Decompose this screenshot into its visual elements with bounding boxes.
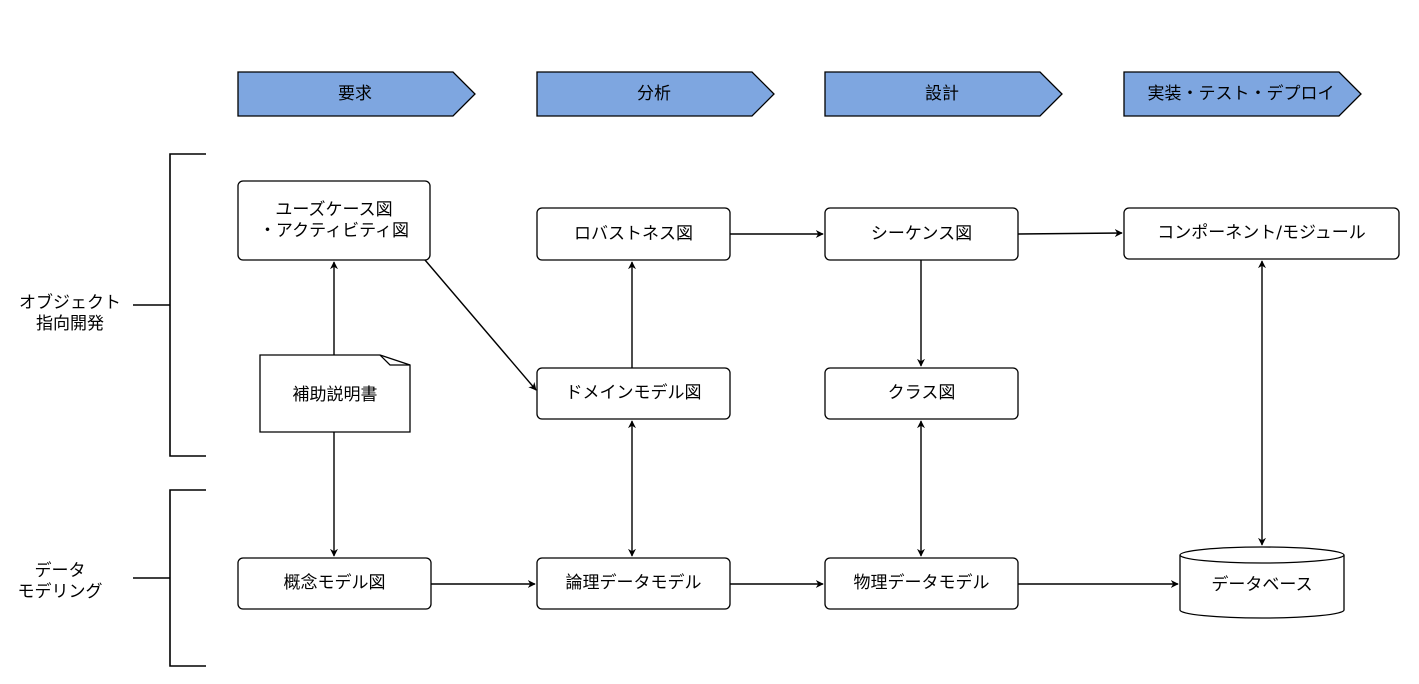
phase-design-arrow xyxy=(824,71,1063,117)
physical-model-label: 物理データモデル xyxy=(853,573,990,593)
usecase-label: ユーズケース図 ・アクティビティ図 xyxy=(258,199,410,241)
edge-sequence-to-component xyxy=(1017,229,1123,238)
conceptual-model-label: 概念モデル図 xyxy=(283,573,386,593)
database-label: データベース xyxy=(1211,574,1313,595)
database-cylinder xyxy=(1179,546,1345,619)
phase-analysis-arrow xyxy=(536,71,775,117)
supplement-note xyxy=(259,354,411,433)
component-label: コンポーネント/モジュール xyxy=(1157,223,1366,243)
phase-requirements-arrow xyxy=(237,71,476,117)
component-box xyxy=(1123,207,1400,260)
domain-model-box xyxy=(536,367,731,420)
group-data-modeling-label: データ モデリング xyxy=(17,561,103,602)
usecase-box xyxy=(237,180,431,261)
group-object-oriented-label: オブジェクト 指向開発 xyxy=(19,293,121,334)
supplement-label: 補助説明書 xyxy=(292,384,378,405)
phase-design-label: 設計 xyxy=(925,83,959,104)
class-box xyxy=(824,367,1019,420)
supplement-note-fold xyxy=(379,354,410,366)
phase-requirements-label: 要求 xyxy=(338,83,372,104)
phase-implementation-label: 実装・テスト・デプロイ xyxy=(1147,83,1335,104)
data-modeling-bracket xyxy=(133,489,206,667)
robustness-label: ロバストネス図 xyxy=(574,223,693,244)
object-oriented-bracket xyxy=(133,153,206,457)
logical-model-label: 論理データモデル xyxy=(565,573,702,593)
class-label: クラス図 xyxy=(887,383,956,403)
phase-implementation-arrow xyxy=(1123,71,1362,117)
phase-analysis-label: 分析 xyxy=(637,83,671,104)
sequence-label: シーケンス図 xyxy=(870,223,973,244)
edge-usecase-to-domain xyxy=(424,259,537,391)
domain-model-label: ドメインモデル図 xyxy=(565,383,702,403)
